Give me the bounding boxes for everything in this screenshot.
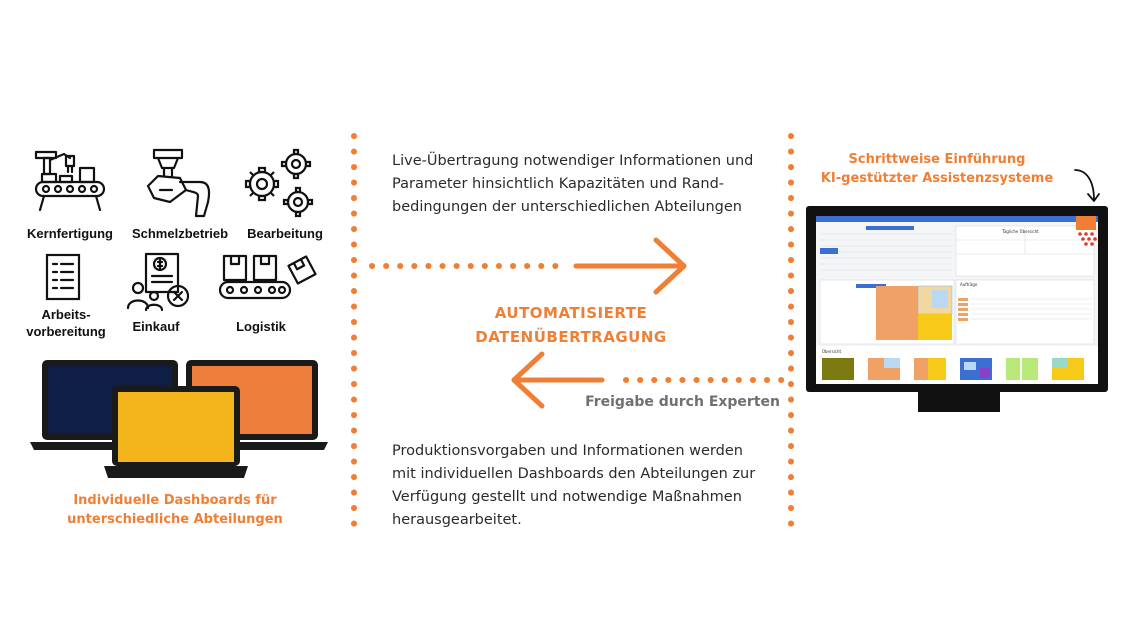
- left-caption-line1: Individuelle Dashboards für: [73, 493, 277, 508]
- separator-left-dots: [351, 133, 357, 539]
- dept-label-arbeitsvorbereitung: Arbeits- vorbereitung: [10, 306, 122, 340]
- separator-left: [349, 132, 359, 540]
- return-label: Freigabe durch Experten: [585, 394, 780, 410]
- arrow-right-forward: [366, 236, 690, 296]
- dept-label-logistik: Logistik: [236, 319, 286, 334]
- factory-robot-icon: [30, 148, 110, 214]
- dept-label-schmelzbetrieb: Schmelzbetrieb: [131, 226, 229, 241]
- top-description-line3: bedingungen der unterschiedlichen Abteil…: [392, 199, 742, 215]
- dept-label-bearbeitung: Bearbeitung: [247, 226, 323, 241]
- curved-arrow-icon: [1072, 166, 1100, 206]
- dept-label-line2: vorbereitung: [26, 324, 106, 339]
- left-caption: Individuelle Dashboards für unterschiedl…: [20, 491, 330, 529]
- screen-orders-title: Aufträge: [960, 282, 978, 287]
- center-title: AUTOMATISIERTE DATENÜBERTRAGUNG: [440, 301, 702, 349]
- screen-panel-title: Tägliche Übersicht: [1002, 229, 1039, 234]
- monitor: Tägliche Übersicht Aufträge Übersicht: [806, 206, 1108, 414]
- bottom-description-line1: Produktionsvorgaben und Informationen we…: [392, 443, 743, 459]
- center-title-line2: DATENÜBERTRAGUNG: [475, 328, 667, 346]
- gears-icon: [240, 148, 320, 220]
- bottom-description-line2: mit individuellen Dashboards den Abteilu…: [392, 466, 756, 482]
- checklist-icon: [44, 252, 82, 302]
- screen-overview-title: Übersicht: [822, 349, 842, 354]
- dept-label-kernfertigung: Kernfertigung: [27, 226, 113, 241]
- separator-right: [786, 132, 796, 540]
- top-description-line1: Live-Übertragung notwendiger Information…: [392, 153, 754, 169]
- center-title-line1: AUTOMATISIERTE: [494, 304, 648, 322]
- dept-label-einkauf: Einkauf: [132, 319, 180, 334]
- right-caption: Schrittweise Einführung KI-gestützter As…: [816, 150, 1058, 188]
- laptop-yellow: [104, 384, 248, 478]
- right-caption-line2: KI-gestützter Assistenzsysteme: [820, 171, 1054, 186]
- top-description: Live-Übertragung notwendiger Information…: [392, 150, 782, 219]
- bottom-description: Produktionsvorgaben und Informationen we…: [392, 440, 782, 532]
- conveyor-boxes-icon: [218, 252, 328, 308]
- dept-label-line1: Arbeits-: [41, 307, 91, 322]
- bottom-description-line3: Verfügung gestellt und notwendige Maßnah…: [392, 489, 742, 505]
- left-caption-line2: unterschiedliche Abteilungen: [67, 512, 283, 527]
- arrow-left-return: [506, 350, 788, 410]
- foundry-ladle-icon: [140, 146, 216, 220]
- right-caption-line1: Schrittweise Einführung: [848, 152, 1026, 167]
- bottom-description-line4: herausgearbeitet.: [392, 512, 522, 528]
- purchasing-icon: [124, 250, 194, 312]
- separator-right-dots: [788, 133, 794, 539]
- top-description-line2: Parameter hinsichtlich Kapazitäten und R…: [392, 176, 725, 192]
